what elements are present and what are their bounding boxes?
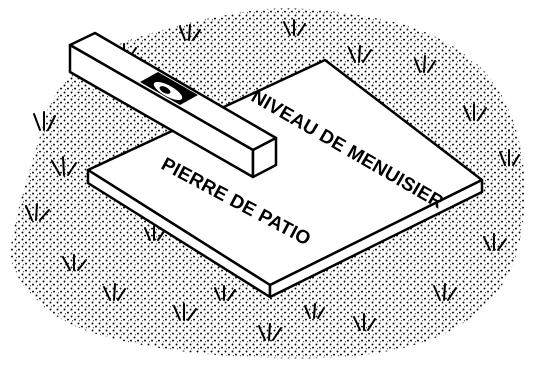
patio-stone-side-right: [268, 178, 484, 299]
bubble-vial: [140, 72, 198, 105]
carpenters-level: [68, 31, 278, 179]
